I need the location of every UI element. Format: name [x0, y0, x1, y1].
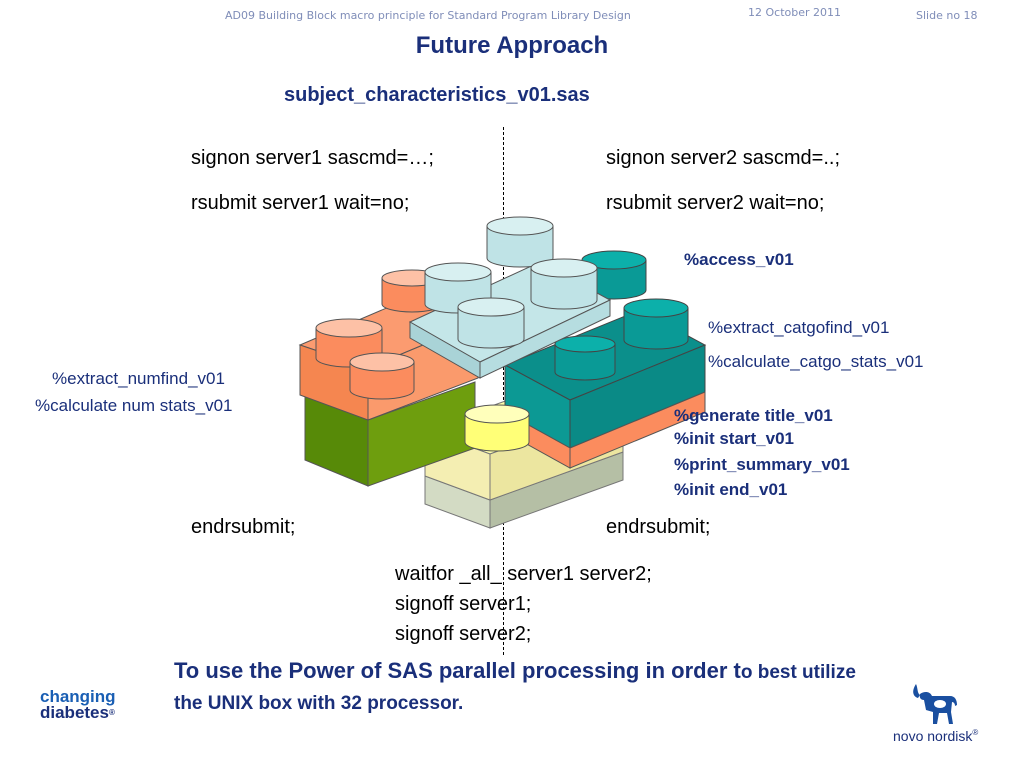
yellow-stud [464, 404, 530, 452]
lego-blocks-diagram [298, 216, 707, 529]
grey-brick [424, 451, 624, 529]
changing-registered-mark: ® [108, 708, 115, 717]
diabetes-word: diabetes [40, 703, 109, 722]
macro-access: %access_v01 [684, 250, 794, 269]
presentation-title: AD09 Building Block macro principle for … [225, 9, 631, 22]
right-rsubmit-line: rsubmit server2 wait=no; [606, 192, 825, 214]
changing-diabetes-logo: changing diabetes® [40, 687, 116, 722]
macro-extract-numfind: %extract_numfind_v01 [52, 369, 225, 388]
macro-print-summary: %print_summary_v01 [674, 455, 850, 474]
left-rsubmit-line: rsubmit server1 wait=no; [191, 192, 410, 214]
conclusion-part2: o best utilize the UNIX box with 32 proc… [174, 662, 856, 714]
conclusion-part1: To use the Power of SAS parallel process… [174, 658, 741, 683]
light-blue-studs [424, 216, 598, 349]
signoff-server2-line: signoff server2; [395, 623, 532, 645]
novo-nordisk-word: novo nordisk [893, 728, 973, 744]
right-signon-line: signon server2 sascmd=..; [606, 147, 840, 169]
macro-calculate-catgo-stats: %calculate_catgo_stats_v01 [708, 352, 924, 371]
novo-registered-mark: ® [972, 728, 979, 737]
divider-line [503, 127, 504, 655]
macro-generate-title: %generate title_v01 [674, 406, 833, 425]
novo-nordisk-logo-text: novo nordisk® [893, 728, 978, 744]
waitfor-line: waitfor _all_ server1 server2; [395, 563, 652, 585]
slide-subtitle: subject_characteristics_v01.sas [284, 84, 590, 106]
right-endrsubmit-line: endrsubmit; [606, 516, 711, 538]
macro-init-start: %init start_v01 [674, 429, 794, 448]
apis-bull-icon [913, 684, 957, 724]
signoff-server1-line: signoff server1; [395, 593, 532, 615]
left-endrsubmit-line: endrsubmit; [191, 516, 296, 538]
left-signon-line: signon server1 sascmd=…; [191, 147, 434, 169]
slide-title: Future Approach [415, 32, 609, 59]
slide-number: Slide no 18 [916, 9, 978, 22]
macro-init-end: %init end_v01 [674, 480, 788, 499]
slide-date: 12 October 2011 [748, 6, 842, 19]
macro-calculate-num-stats: %calculate num stats_v01 [35, 396, 233, 415]
conclusion-text: To use the Power of SAS parallel process… [174, 656, 864, 718]
changing-word: changing [40, 687, 116, 706]
macro-extract-catgofind: %extract_catgofind_v01 [708, 318, 890, 337]
green-brick [304, 381, 476, 487]
